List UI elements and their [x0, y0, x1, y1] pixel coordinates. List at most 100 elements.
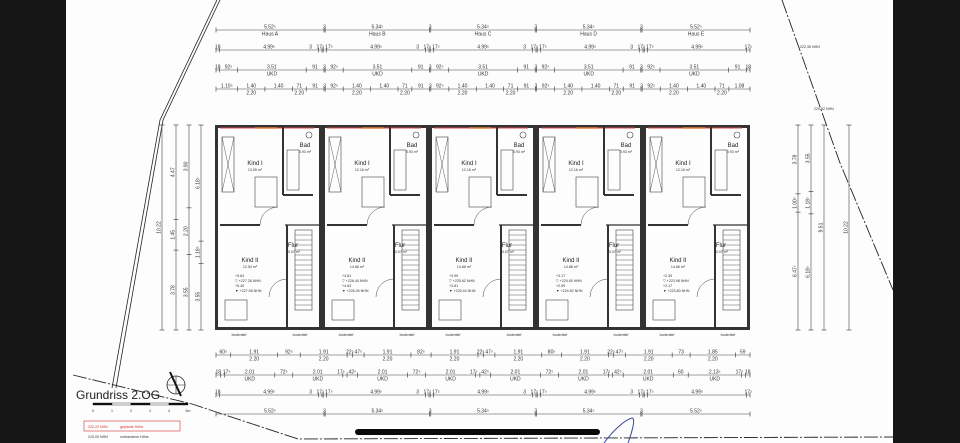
bathtub [607, 149, 621, 191]
bed [682, 176, 706, 208]
dimension-label: 3 [323, 84, 326, 90]
level-annotation: +4.63 [342, 284, 351, 288]
dimension-label: 18 [215, 65, 221, 71]
dimension-label: 22⁵ [346, 350, 354, 356]
dimension-label: 1.40 [485, 84, 495, 90]
wardrobe-cross [221, 136, 235, 193]
exterior-wall [322, 125, 429, 330]
dimension-label: 17⁵ [432, 390, 440, 396]
dimension-label: 3 [309, 390, 312, 396]
home-indicator-bar[interactable] [355, 429, 600, 435]
dimension-label: 5.34⁵ [583, 25, 595, 31]
room-area-bad: 5.93 m² [620, 150, 633, 154]
dimension-sublabel: UKD [244, 377, 255, 383]
floor-window-label: bodentief [507, 333, 522, 337]
dimension-sublabel: 2.20 [717, 91, 727, 97]
dimension-label: 22⁵ [477, 350, 485, 356]
dimension-sublabel: 2.20 [450, 357, 460, 363]
dimension-label: 71 [508, 84, 514, 90]
level-annotation: +3.81 [449, 284, 458, 288]
dimension-label: 17⁵ [530, 45, 538, 51]
dimension-label: 5.52⁵ [264, 409, 276, 415]
dimension-label: 1.10⁵ [221, 84, 233, 90]
dimension-label: 60 [678, 370, 684, 376]
dimension-sublabel: 2.20 [611, 91, 621, 97]
dimension-label: 1.40 [458, 84, 468, 90]
room-area-kind2: 12.54 m² [243, 265, 258, 269]
room-area-bad: 5.93 m² [406, 150, 419, 154]
dimension-label: 3.55 [196, 292, 202, 302]
level-annotation: +3.17 [556, 274, 565, 278]
scale-label: 3 [149, 409, 151, 413]
dimension-sublabel: UKD [372, 72, 383, 78]
dimension-label: 2.01 [446, 370, 456, 376]
level-annotation: ▼ +227.08 NHN [235, 289, 262, 293]
dimension-label: 18 [215, 370, 221, 376]
dimension-sublabel: UKD [478, 72, 489, 78]
dimension-label: 1.00⁵ [793, 197, 799, 209]
dimension-label: 3 [534, 65, 537, 71]
door-swing [473, 206, 493, 226]
level-annotation: +2.99 [556, 284, 565, 288]
dimension-label: 1.85 [708, 350, 718, 356]
dimension-label: 3 [630, 45, 633, 51]
dimension-label: 71 [613, 84, 619, 90]
wardrobe [435, 136, 449, 193]
dimension-label: 5.34⁵ [371, 25, 383, 31]
scale-segment [111, 402, 132, 406]
legend-existing-value: 219,00 NHN [88, 435, 108, 439]
dimension-label: 5.34⁵ [583, 409, 595, 415]
dimension-label: 47⁵ [616, 350, 624, 356]
dimension-label: 3 [323, 65, 326, 71]
room-label-flur: Flur [502, 243, 512, 249]
dimension-label: 59 [740, 350, 746, 356]
dimension-label: 1.40 [563, 84, 573, 90]
toilet [733, 131, 741, 139]
room-area-kind1: 12.16 m² [355, 168, 370, 172]
dimension-sublabel: 2.20 [644, 357, 654, 363]
dimension-chain-right: 10.22 [844, 124, 852, 331]
dimension-label: 9.51 [819, 222, 825, 232]
dimension-label: 91 [312, 84, 318, 90]
dimension-chain-bottom: 1.912.201.912.201.912.201.912.201.912.20… [215, 350, 751, 363]
dimension-label: 3.51 [584, 65, 594, 71]
dimension-label: 1.40 [246, 84, 256, 90]
level-annotation: +2.17 [663, 284, 672, 288]
bathtub [714, 149, 728, 191]
room-label-kind2: Kind II [562, 258, 579, 264]
dimension-sublabel: UKD [578, 377, 589, 383]
room-label-kind2: Kind II [241, 258, 258, 264]
dimension-label: 6.18⁵ [196, 177, 202, 189]
room-label-flur: Flur [288, 243, 298, 249]
dimension-label: 17⁵ [223, 370, 231, 376]
dimension-label: 17⁵ [603, 370, 611, 376]
dimension-label: 3.78 [793, 154, 799, 164]
door-swing [375, 278, 395, 298]
dimension-label: 72⁵ [546, 370, 554, 376]
dimension-sublabel: UKD [709, 377, 720, 383]
dimension-label: 17⁵ [316, 45, 324, 51]
dimension-label: 17⁵ [325, 45, 333, 51]
wardrobe-cross [435, 136, 449, 193]
dimension-label: 17⁵ [325, 390, 333, 396]
dimension-label: 1.08 [735, 84, 745, 90]
dimension-label: 17⁵ [423, 390, 431, 396]
dimension-label: 17⁵ [539, 45, 547, 51]
scale-label: 5m [186, 409, 191, 413]
room-area-flur: 10.07 m² [393, 250, 408, 254]
dimension-label: 17⁵ [736, 370, 744, 376]
dimension-sublabel: 2.20 [513, 357, 523, 363]
dimension-label: 5.52⁵ [690, 25, 702, 31]
door-swing [687, 206, 707, 226]
scale-label: 2 [130, 409, 132, 413]
room-area-kind1: 12.16 m² [569, 168, 584, 172]
site-boundary-left-inner [115, 0, 221, 389]
dimension-label: 4.99⁵ [370, 45, 382, 51]
dimension-label: 3.78 [171, 285, 177, 295]
dimension-label: 3 [523, 45, 526, 51]
